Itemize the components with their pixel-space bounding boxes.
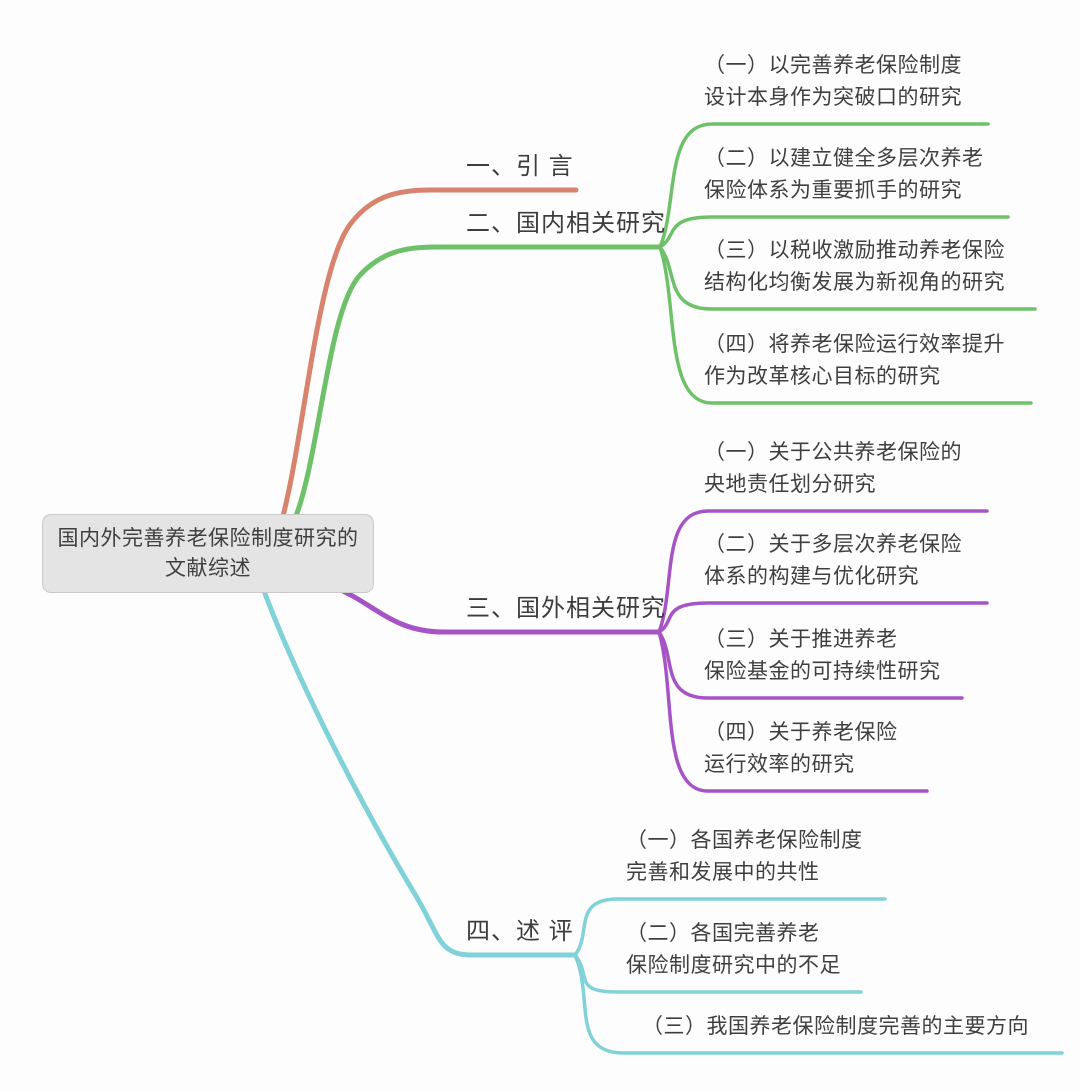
subtopic-foreign-3[interactable]: （三）关于推进养老 保险基金的可持续性研究 — [704, 628, 941, 683]
subtopic-foreign-2[interactable]: （二）关于多层次养老保险 体系的构建与优化研究 — [704, 533, 962, 588]
subtopic-foreign-1[interactable]: （一）关于公共养老保险的 央地责任划分研究 — [704, 441, 962, 496]
connector-domestic-child-3 — [658, 245, 1037, 311]
branch-foreign-main-line — [329, 583, 662, 635]
subtopic-review-2[interactable]: （二）各国完善养老 保险制度研究中的不足 — [626, 922, 841, 977]
connector-foreign-child-3 — [657, 630, 964, 700]
branch-intro-lines — [280, 187, 579, 519]
branch-foreign-lines — [329, 509, 989, 793]
connector-domestic-child-4 — [658, 245, 1033, 405]
subtopic-domestic-1[interactable]: （一）以完善养老保险制度 设计本身作为突破口的研究 — [704, 54, 962, 109]
connector-review-child-1 — [573, 897, 887, 957]
connector-foreign-child-1 — [657, 509, 989, 634]
topic-node-domestic[interactable]: 二、国内相关研究 — [466, 210, 666, 237]
topic-node-review[interactable]: 四、述 评 — [466, 918, 574, 945]
subtopic-review-1[interactable]: （一）各国养老保险制度 完善和发展中的共性 — [626, 829, 863, 884]
subtopic-review-3[interactable]: （三）我国养老保险制度完善的主要方向 — [642, 1015, 1029, 1038]
branch-domestic-main-line — [293, 244, 663, 519]
subtopic-domestic-3[interactable]: （三）以税收激励推动养老保险 结构化均衡发展为新视角的研究 — [704, 239, 1005, 294]
connector-domestic-child-1 — [658, 122, 990, 249]
connector-review-child-3 — [573, 953, 1064, 1055]
subtopic-domestic-4[interactable]: （四）将养老保险运行效率提升 作为改革核心目标的研究 — [704, 333, 1005, 388]
topic-node-intro[interactable]: 一、引 言 — [466, 153, 574, 180]
branch-domestic-lines — [293, 122, 1037, 519]
connector-foreign-child-4 — [657, 630, 929, 793]
branch-review-main-line — [261, 588, 578, 958]
topic-node-foreign[interactable]: 三、国外相关研究 — [466, 595, 666, 622]
subtopic-foreign-4[interactable]: （四）关于养老保险 运行效率的研究 — [704, 721, 898, 776]
connector-foreign-child-2 — [657, 601, 989, 634]
branch-intro-main-line — [280, 187, 579, 519]
subtopic-domestic-2[interactable]: （二）以建立健全多层次养老 保险体系为重要抓手的研究 — [704, 147, 984, 202]
branch-review-lines — [261, 588, 1064, 1055]
root-node[interactable]: 国内外完善养老保险制度研究的 文献综述 — [42, 514, 374, 593]
connector-domestic-child-2 — [658, 215, 1010, 249]
